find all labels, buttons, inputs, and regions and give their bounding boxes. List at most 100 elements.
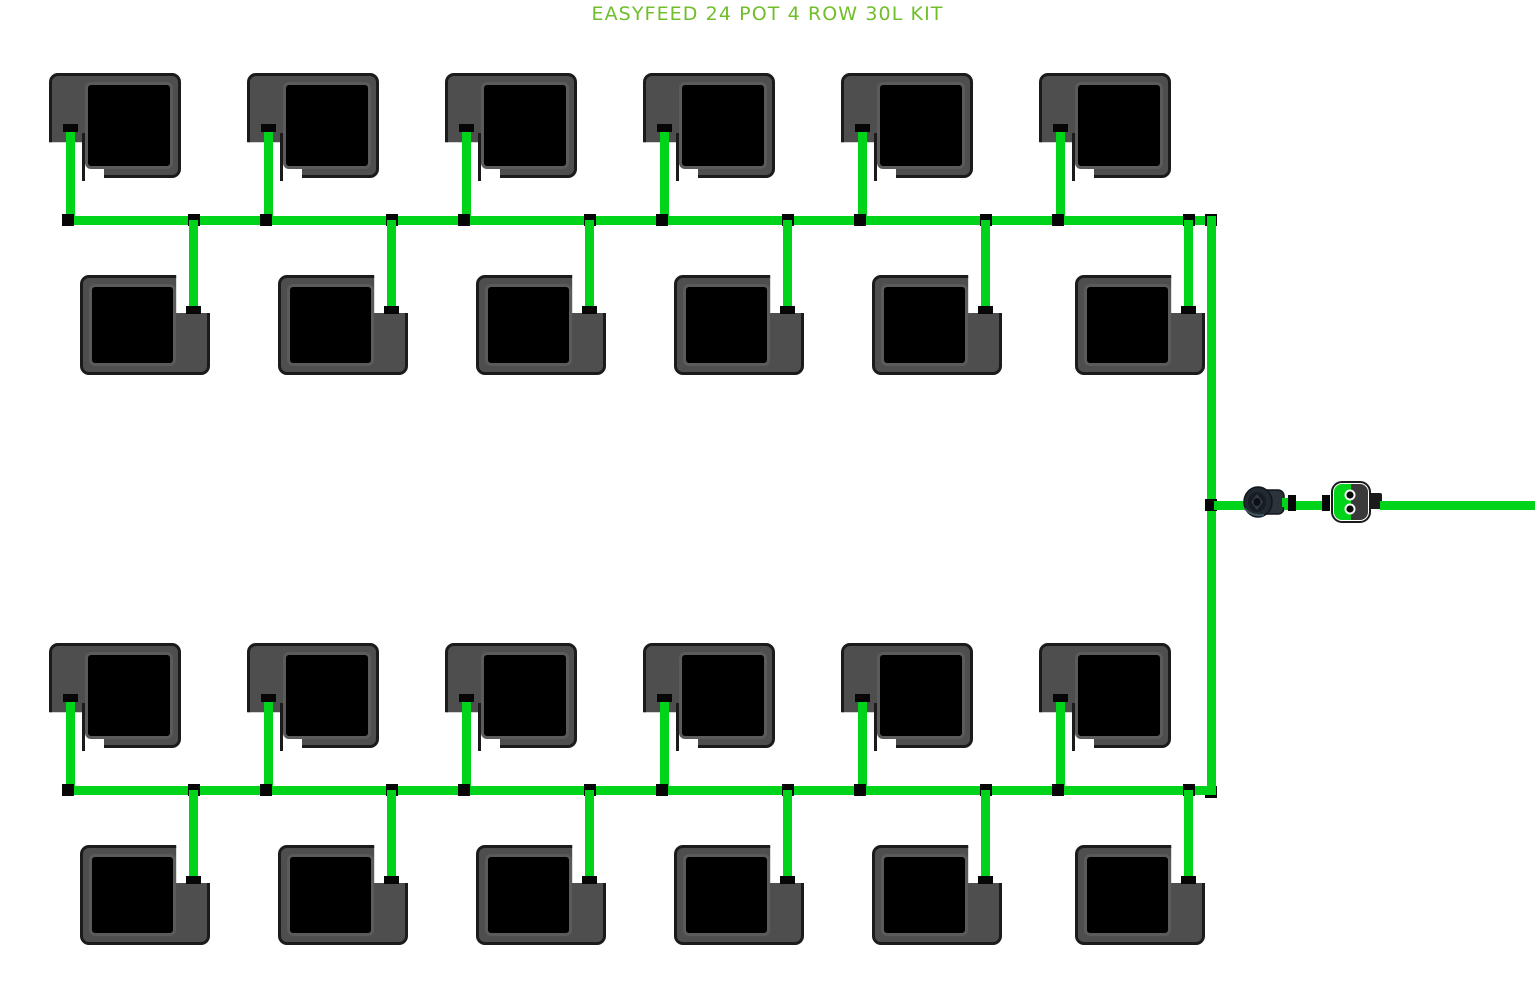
pot-inner	[1084, 854, 1171, 936]
tap-valve-connector[interactable]	[1328, 479, 1384, 525]
pot-notch-edge	[676, 133, 679, 181]
pot-4-3[interactable]	[476, 845, 606, 945]
pot-inner	[1075, 82, 1163, 169]
pot-notch-edge	[280, 703, 283, 751]
pot-inner	[679, 652, 767, 739]
feed-tube-4-6	[1184, 790, 1193, 882]
pot-notch-edge	[82, 133, 85, 181]
feed-tube-2-3	[585, 220, 594, 312]
feed-tube-3-4	[660, 698, 669, 791]
pot-inner	[881, 854, 968, 936]
feed-tube-2-4	[783, 220, 792, 312]
manifold-tee-3-5	[854, 784, 866, 796]
pot-notch-edge	[280, 133, 283, 181]
pot-fitting-4-4	[780, 876, 795, 884]
manifold-tee-1-4	[656, 214, 668, 226]
pot-inner	[1084, 284, 1171, 366]
pot-inner	[679, 82, 767, 169]
feed-tube-4-1	[189, 790, 198, 882]
feed-tube-3-6	[1056, 698, 1065, 791]
pot-4-4[interactable]	[674, 845, 804, 945]
pot-fitting-2-2	[384, 306, 399, 314]
pot-fitting-2-6	[1181, 306, 1196, 314]
pot-fitting-3-1	[63, 694, 78, 702]
pot-fitting-1-5	[855, 124, 870, 132]
pot-fitting-2-4	[780, 306, 795, 314]
top-manifold	[63, 216, 1216, 225]
pot-fitting-2-3	[582, 306, 597, 314]
pot-inner	[89, 854, 176, 936]
pot-notch-edge	[874, 703, 877, 751]
feed-tube-1-3	[462, 128, 471, 221]
supply-line-segment-2	[1284, 501, 1322, 510]
pot-fitting-1-1	[63, 124, 78, 132]
manifold-tee-3-1	[62, 784, 74, 796]
pump-filter-unit[interactable]	[1238, 484, 1288, 522]
manifold-tee-3-2	[260, 784, 272, 796]
pot-fitting-4-5	[978, 876, 993, 884]
pot-fitting-1-4	[657, 124, 672, 132]
pot-fitting-4-3	[582, 876, 597, 884]
pot-2-6[interactable]	[1075, 275, 1205, 375]
pot-2-4[interactable]	[674, 275, 804, 375]
feed-tube-1-2	[264, 128, 273, 221]
feed-tube-1-4	[660, 128, 669, 221]
pot-inner	[85, 652, 173, 739]
pot-notch-edge	[478, 133, 481, 181]
pot-notch-edge	[1072, 133, 1075, 181]
pot-4-2[interactable]	[278, 845, 408, 945]
feed-tube-4-4	[783, 790, 792, 882]
pot-inner	[89, 284, 176, 366]
pot-2-1[interactable]	[80, 275, 210, 375]
pot-fitting-1-2	[261, 124, 276, 132]
pot-fitting-2-5	[978, 306, 993, 314]
pot-fitting-3-3	[459, 694, 474, 702]
pot-4-6[interactable]	[1075, 845, 1205, 945]
pot-inner	[283, 82, 371, 169]
pot-inner	[877, 82, 965, 169]
feed-tube-4-5	[981, 790, 990, 882]
pot-inner	[485, 854, 572, 936]
pot-4-1[interactable]	[80, 845, 210, 945]
pot-fitting-1-3	[459, 124, 474, 132]
supply-fitting-2	[1322, 495, 1330, 511]
pot-2-5[interactable]	[872, 275, 1002, 375]
page-title: EASYFEED 24 POT 4 ROW 30L KIT	[591, 3, 944, 25]
pot-inner	[283, 652, 371, 739]
pot-notch-edge	[478, 703, 481, 751]
pot-inner	[287, 284, 374, 366]
pot-fitting-2-1	[186, 306, 201, 314]
pot-1-2[interactable]	[247, 73, 379, 181]
pot-2-2[interactable]	[278, 275, 408, 375]
pot-inner	[1075, 652, 1163, 739]
feed-tube-2-6	[1184, 220, 1193, 312]
tap-valve-icon	[1331, 481, 1382, 523]
pot-fitting-3-6	[1053, 694, 1068, 702]
feed-tube-1-6	[1056, 128, 1065, 221]
pot-inner	[85, 82, 173, 169]
pot-inner	[287, 854, 374, 936]
pot-4-5[interactable]	[872, 845, 1002, 945]
feed-tube-2-1	[189, 220, 198, 312]
pot-notch-edge	[82, 703, 85, 751]
manifold-tee-3-3	[458, 784, 470, 796]
bottom-manifold	[63, 786, 1216, 795]
pot-fitting-1-6	[1053, 124, 1068, 132]
feed-tube-3-2	[264, 698, 273, 791]
feed-tube-1-1	[66, 128, 75, 221]
pot-notch-edge	[1072, 703, 1075, 751]
feed-tube-4-3	[585, 790, 594, 882]
feed-tube-3-5	[858, 698, 867, 791]
pot-2-3[interactable]	[476, 275, 606, 375]
pot-inner	[481, 652, 569, 739]
supply-line-segment-1	[1214, 501, 1249, 510]
supply-line-outlet	[1380, 501, 1535, 510]
feed-tube-2-5	[981, 220, 990, 312]
feed-tube-3-3	[462, 698, 471, 791]
manifold-tee-1-6	[1052, 214, 1064, 226]
feed-tube-4-2	[387, 790, 396, 882]
pot-inner	[485, 284, 572, 366]
manifold-tee-1-1	[62, 214, 74, 226]
pot-inner	[683, 284, 770, 366]
